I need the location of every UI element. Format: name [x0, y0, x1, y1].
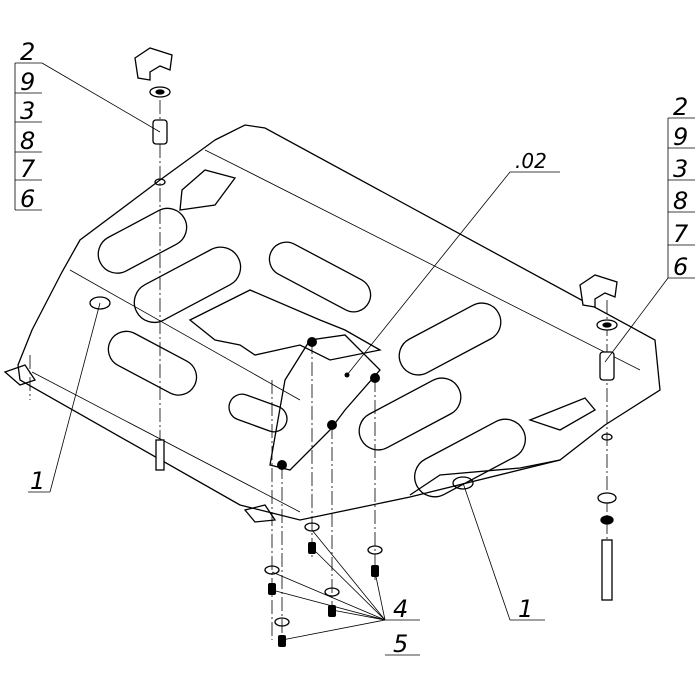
callout-right-4: 7	[673, 220, 689, 248]
label-4: 4	[393, 595, 408, 623]
label-5: 5	[393, 630, 408, 658]
callout-right-1: 9	[673, 123, 688, 151]
callout-right-2: 3	[673, 155, 688, 183]
callout-left-4: 7	[20, 155, 36, 183]
right-callout-stack: 2 9 3 8 7 6	[673, 93, 689, 281]
bottom-fasteners	[264, 522, 383, 647]
callout-left-5: 6	[20, 185, 35, 213]
left-fastener-stack	[134, 47, 173, 471]
leader-lines	[14, 62, 695, 656]
callout-right-5: 6	[673, 253, 688, 281]
callout-left-3: 8	[20, 127, 35, 155]
callout-right-3: 8	[673, 187, 688, 215]
callout-left-0: 2	[20, 38, 35, 66]
left-callout-stack: 2 9 3 8 7 6	[20, 38, 36, 213]
label-1-left: 1	[30, 467, 45, 495]
right-fastener-stack	[579, 274, 618, 601]
skid-plate	[3, 124, 661, 523]
label-1-right: 1	[518, 595, 533, 623]
callout-left-1: 9	[20, 68, 35, 96]
callout-left-2: 3	[20, 97, 35, 125]
part-label: .02	[515, 149, 547, 173]
centerlines	[29, 100, 608, 640]
callout-right-0: 2	[673, 93, 688, 121]
